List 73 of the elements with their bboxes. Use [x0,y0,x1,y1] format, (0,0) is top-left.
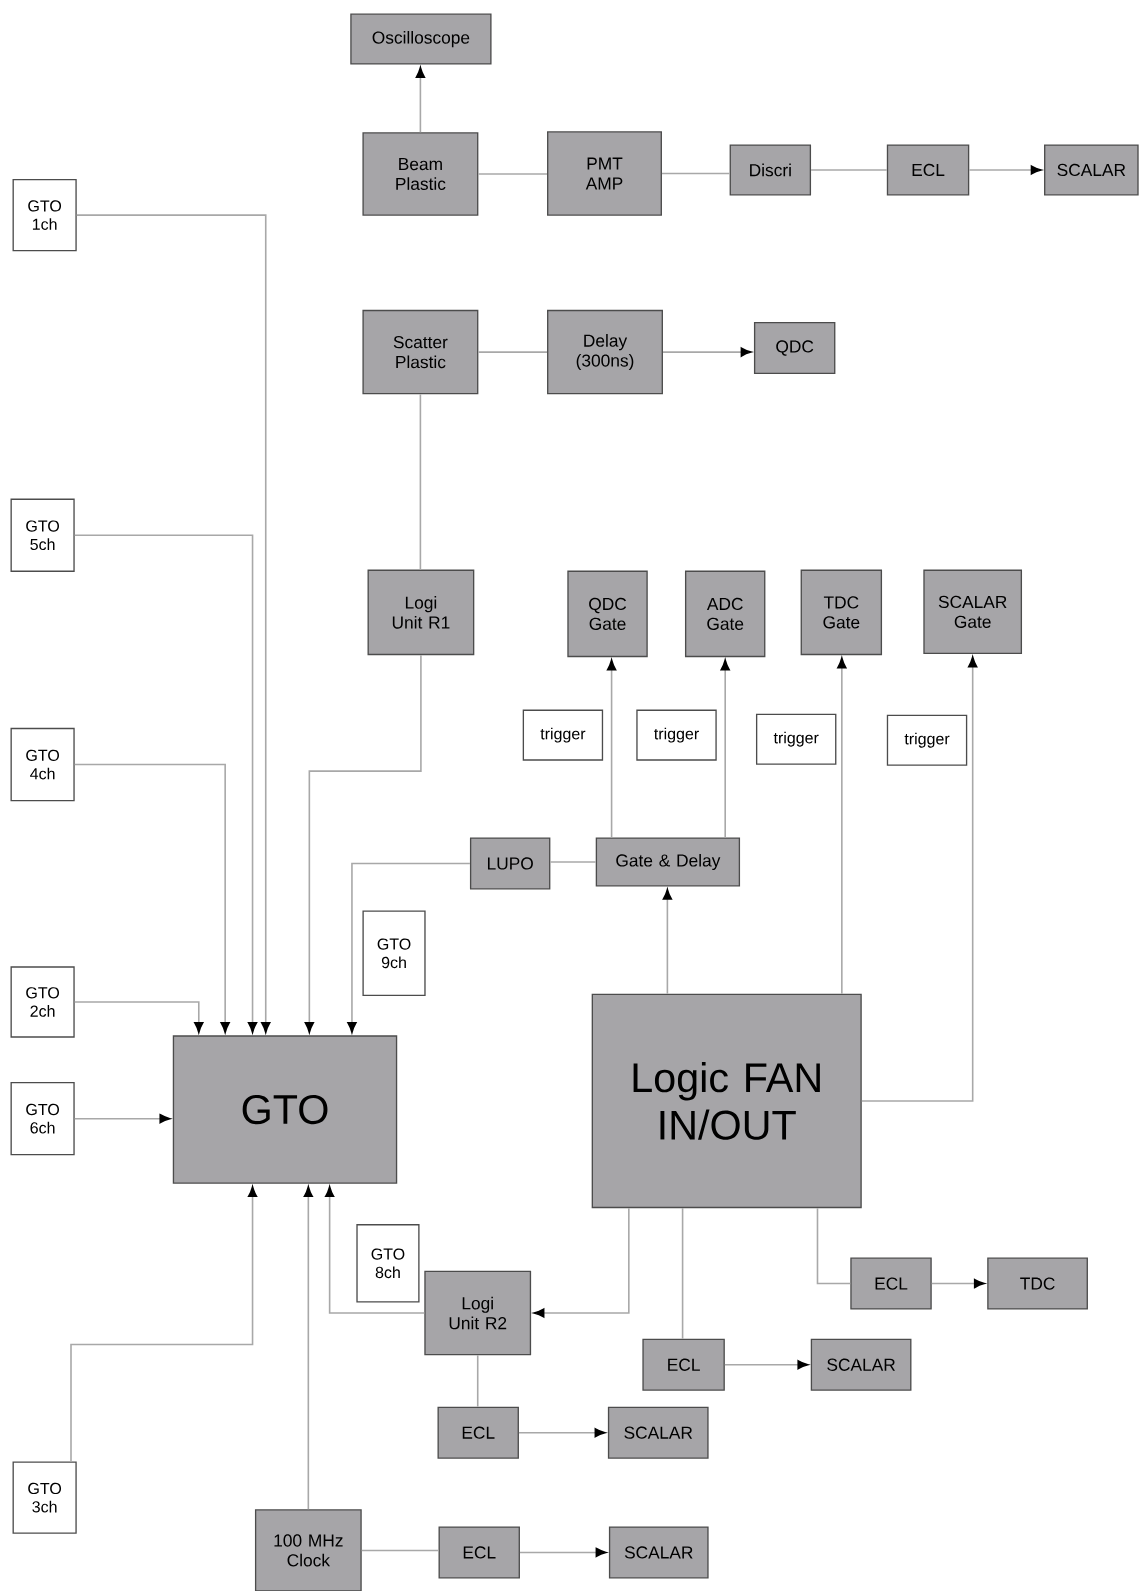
arrow [73,1114,171,1124]
arrow [724,1360,809,1370]
module-box: Logi Unit R1 [367,569,475,656]
channel-box: GTO 5ch [10,498,75,572]
arrow [860,656,978,1102]
connector-line [810,169,888,171]
module-box: ECL [886,144,970,196]
connector-line [477,173,548,175]
arrow [73,534,258,1033]
arrow [930,1278,985,1289]
module-box: ADC Gate [684,570,766,658]
module-box: QDC Gate [567,570,648,658]
trigger-box: trigger [636,709,717,761]
trigger-box: trigger [522,709,604,761]
arrow [70,1186,258,1463]
module-box: Discri [729,144,812,196]
arrow [518,1428,606,1438]
connector-line [816,1207,852,1285]
trigger-box: trigger [755,713,837,765]
module-box: TDC [987,1257,1088,1310]
module-box: 100 MHz Clock [254,1509,362,1591]
connector-line [549,861,597,863]
module-box: Delay (300ns) [547,309,663,395]
module-box: GTO [172,1035,398,1184]
module-box: ECL [437,1406,519,1459]
module-box: Scatter Plastic [362,309,479,395]
arrow [73,1001,204,1033]
arrow [968,165,1042,175]
arrow [662,347,752,357]
channel-box: GTO 9ch [362,910,426,997]
module-box: SCALAR [1044,144,1139,196]
arrow [415,66,426,134]
module-box: QDC [753,322,836,375]
connector-line [681,1207,684,1340]
channel-box: GTO 1ch [12,178,77,252]
arrow [304,654,422,1033]
module-box: Beam Plastic [362,132,479,216]
arrow [533,1207,630,1318]
module-box: LUPO [469,837,551,890]
channel-box: GTO 4ch [10,727,75,802]
arrow [324,1186,426,1314]
arrow [606,659,617,839]
arrow [720,659,730,839]
connector-line [360,1549,440,1552]
arrow [662,888,673,995]
module-box: SCALAR [810,1338,912,1391]
module-box: Logic FAN IN/OUT [591,993,862,1209]
module-box: SCALAR [608,1526,709,1579]
module-box: ECL [850,1257,932,1310]
module-box: SCALAR Gate [923,569,1023,655]
trigger-box: trigger [886,714,968,766]
connector-line [477,351,548,353]
connector-line [419,393,422,571]
channel-box: GTO 8ch [356,1224,420,1303]
arrow [347,862,471,1033]
channel-box: GTO 3ch [12,1461,77,1534]
module-box: SCALAR [607,1406,709,1459]
channel-box: GTO 6ch [10,1082,75,1156]
arrow [73,763,230,1033]
channel-box: GTO 2ch [10,966,75,1038]
module-box: TDC Gate [800,569,883,656]
arrow [75,214,271,1033]
module-box: ECL [438,1526,520,1579]
connector-line [476,1354,479,1408]
arrow [303,1186,314,1510]
arrow [837,657,847,995]
connector-line [661,172,731,175]
module-box: PMT AMP [547,131,662,216]
module-box: Oscilloscope [350,13,492,65]
arrow [519,1547,607,1558]
module-box: Logi Unit R2 [424,1270,532,1356]
module-box: Gate & Delay [595,837,741,887]
module-box: ECL [642,1338,725,1391]
